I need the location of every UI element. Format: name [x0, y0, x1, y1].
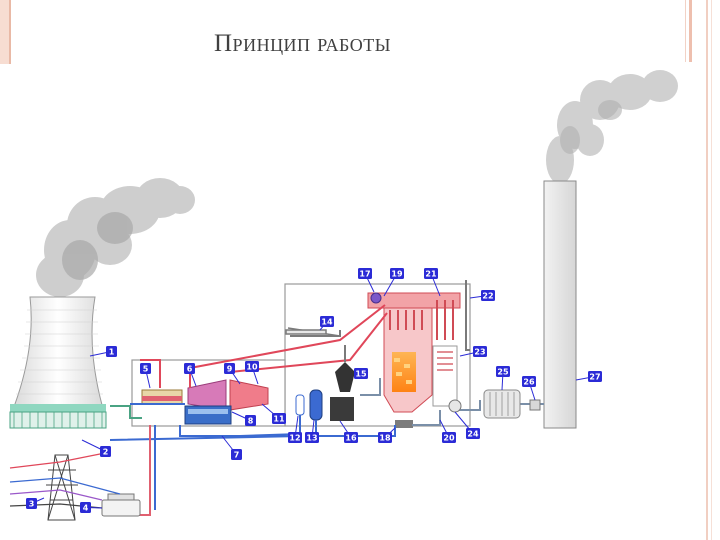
callout-label-22: 22: [482, 292, 493, 301]
frame-right-line: [706, 0, 708, 540]
callout-badge-27: [588, 371, 602, 382]
frame-left-accent: [0, 0, 9, 64]
callout-badge-11: [272, 413, 286, 424]
callout-badge-8: [245, 415, 256, 426]
callout-label-10: 10: [246, 363, 258, 372]
callout-label-6: 6: [187, 365, 193, 374]
callout-label-4: 4: [83, 504, 89, 513]
callout-label-25: 25: [497, 368, 509, 377]
callout-label-5: 5: [143, 365, 149, 374]
callout-badge-9: [224, 363, 235, 374]
cooling-tower: [9, 296, 107, 429]
transformer: [101, 493, 141, 517]
callout-badge-17: [358, 268, 372, 279]
callout-label-12: 12: [289, 434, 300, 443]
steam-pipe: [140, 359, 161, 388]
callout-badge-21: [424, 268, 438, 279]
slide-title: Принцип работы: [214, 30, 391, 57]
callout-badge-19: [390, 268, 404, 279]
callout-label-24: 24: [467, 430, 479, 439]
callout-label-26: 26: [523, 378, 535, 387]
coal-conveyor: [285, 327, 341, 337]
frame-right-line-thin: [711, 0, 712, 540]
callout-badge-4: [80, 502, 91, 513]
callout-badge-1: [106, 346, 117, 357]
chimney: [543, 180, 577, 429]
transmission-tower: [46, 454, 78, 521]
callout-badge-15: [354, 368, 368, 379]
callout-label-13: 13: [306, 434, 317, 443]
callout-label-15: 15: [355, 370, 367, 379]
steam-pipe: [189, 304, 386, 388]
callout-label-19: 19: [391, 270, 403, 279]
callout-badge-7: [231, 449, 242, 460]
callout-badge-18: [378, 432, 392, 443]
callout-badge-10: [245, 361, 259, 372]
callout-badge-12: [288, 432, 302, 443]
callout-badge-2: [100, 446, 111, 457]
callout-badge-26: [522, 376, 536, 387]
callout-label-2: 2: [103, 448, 109, 457]
callout-badge-22: [481, 290, 495, 301]
callout-badge-25: [496, 366, 510, 377]
electrostatic-precipitator: [448, 389, 541, 419]
callout-label-3: 3: [29, 500, 35, 509]
callout-label-18: 18: [379, 434, 391, 443]
boiler: [367, 292, 461, 413]
callout-badge-5: [140, 363, 151, 374]
frame-right-accent-thin: [685, 0, 686, 62]
callout-badge-16: [344, 432, 358, 443]
callout-label-7: 7: [234, 451, 240, 460]
callout-label-21: 21: [425, 270, 437, 279]
callout-label-23: 23: [474, 348, 485, 357]
frame-left-line: [9, 0, 11, 64]
callout-label-17: 17: [359, 270, 370, 279]
callout-label-20: 20: [443, 434, 455, 443]
callout-badge-3: [26, 498, 37, 509]
callout-badge-14: [320, 316, 334, 327]
callout-label-27: 27: [589, 373, 600, 382]
callout-label-1: 1: [109, 348, 115, 357]
callout-label-16: 16: [345, 434, 357, 443]
frame-right-accent: [689, 0, 692, 62]
callout-badge-24: [466, 428, 480, 439]
callout-badge-6: [184, 363, 195, 374]
steam-drum: [370, 292, 382, 304]
callout-label-8: 8: [248, 417, 254, 426]
callout-label-11: 11: [273, 415, 285, 424]
callout-badge-20: [442, 432, 456, 443]
callout-label-14: 14: [321, 318, 333, 327]
turbine-set: [141, 362, 413, 428]
chimney-smoke: [546, 70, 678, 184]
callout-label-9: 9: [227, 365, 233, 374]
callout-badge-13: [305, 432, 319, 443]
callout-badge-23: [473, 346, 487, 357]
